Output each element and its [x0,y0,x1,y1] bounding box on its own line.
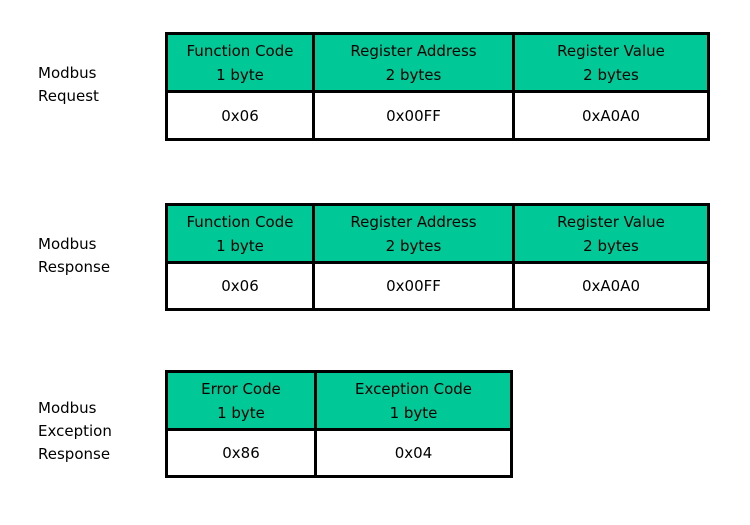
label-line: Modbus [38,399,97,417]
field-title: Register Value [557,212,665,231]
field-title: Function Code [186,212,294,231]
label-line: Exception [38,422,112,440]
header-cell-error-code: Error Code 1 byte [168,373,314,428]
field-title: Register Value [557,41,665,60]
modbus-response-label: Modbus Response [38,233,110,279]
field-title: Register Address [350,212,477,231]
modbus-exception-response-table: Error Code 1 byte Exception Code 1 byte … [165,370,513,478]
field-title: Register Address [350,41,477,60]
label-line: Modbus [38,64,97,82]
field-title: Exception Code [355,379,472,398]
label-line: Response [38,445,111,463]
header-cell-register-value: Register Value 2 bytes [515,35,707,90]
field-size: 1 byte [216,65,264,84]
field-title: Function Code [186,41,294,60]
value-cell-exception-code: 0x04 [317,431,510,475]
header-cell-function-code: Function Code 1 byte [168,35,312,90]
value-cell-function-code: 0x06 [168,93,312,138]
label-line: Response [38,258,111,276]
field-size: 2 bytes [385,65,442,84]
header-cell-exception-code: Exception Code 1 byte [317,373,510,428]
label-line: Modbus [38,235,97,253]
header-cell-register-address: Register Address 2 bytes [315,206,512,261]
field-size: 1 byte [217,403,265,422]
header-cell-register-address: Register Address 2 bytes [315,35,512,90]
label-line: Request [38,87,99,105]
value-cell-function-code: 0x06 [168,264,312,308]
field-size: 1 byte [389,403,438,422]
field-title: Error Code [201,379,281,398]
field-size: 2 bytes [583,236,639,255]
modbus-request-table: Function Code 1 byte Register Address 2 … [165,32,710,141]
value-cell-register-address: 0x00FF [315,93,512,138]
modbus-exception-response-label: Modbus Exception Response [38,397,112,466]
modbus-response-table: Function Code 1 byte Register Address 2 … [165,203,710,311]
value-cell-error-code: 0x86 [168,431,314,475]
field-size: 1 byte [216,236,264,255]
value-cell-register-value: 0xA0A0 [515,264,707,308]
header-cell-function-code: Function Code 1 byte [168,206,312,261]
value-cell-register-value: 0xA0A0 [515,93,707,138]
field-size: 2 bytes [385,236,442,255]
value-cell-register-address: 0x00FF [315,264,512,308]
header-cell-register-value: Register Value 2 bytes [515,206,707,261]
modbus-request-label: Modbus Request [38,62,99,108]
field-size: 2 bytes [583,65,639,84]
